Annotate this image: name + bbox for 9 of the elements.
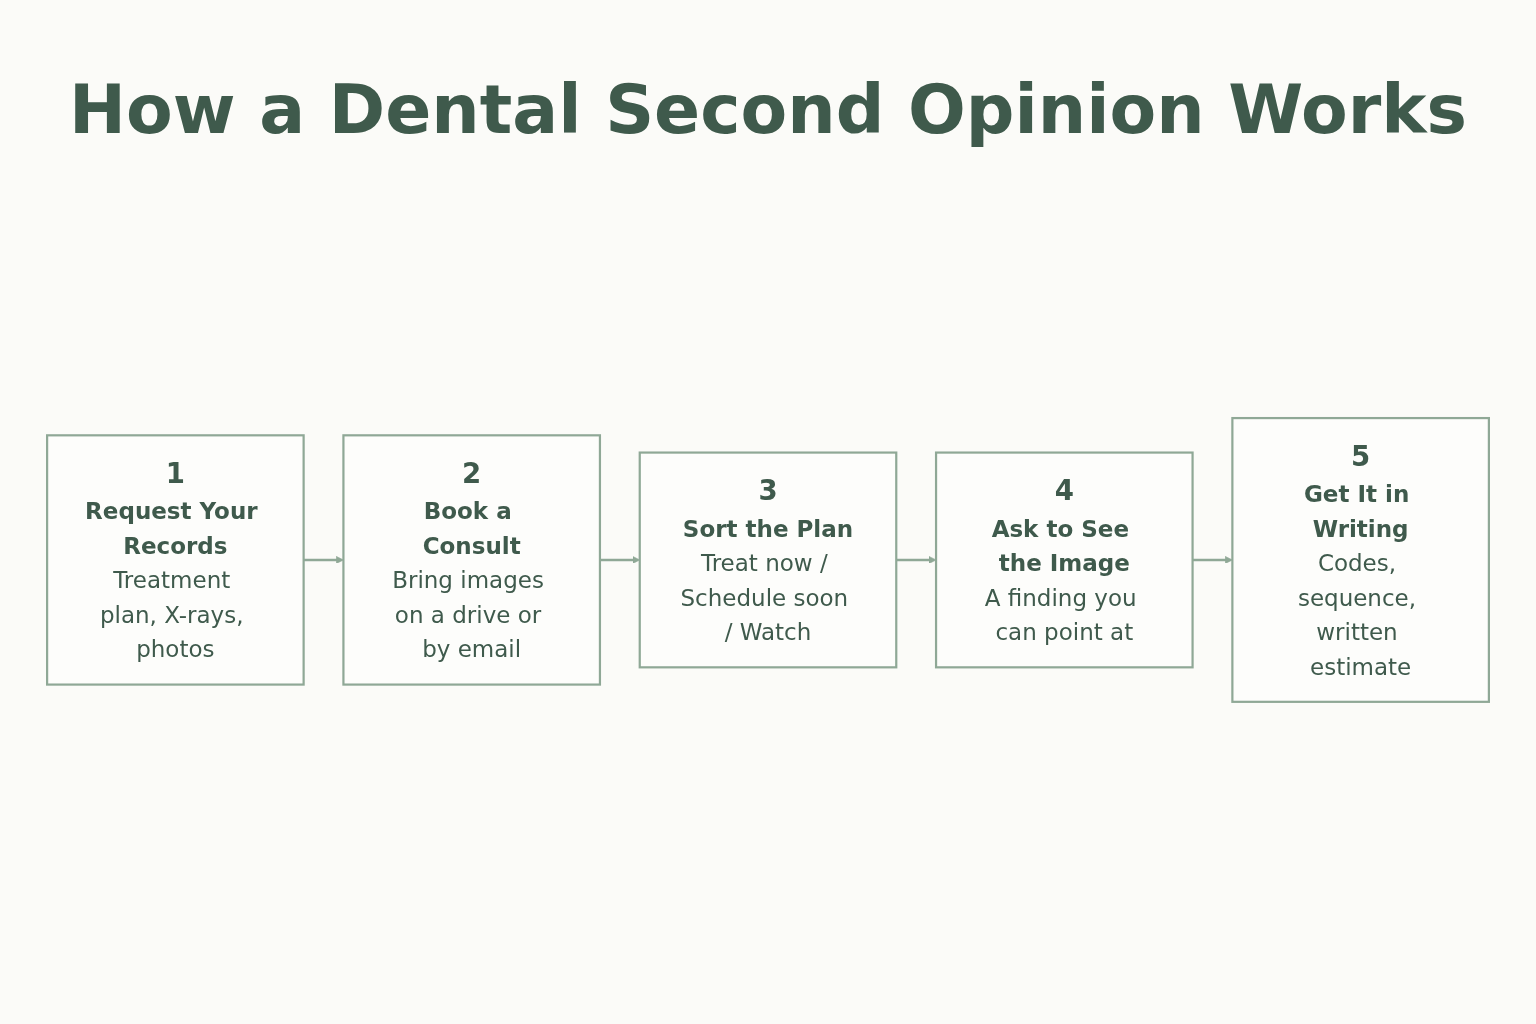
node-box: 4 Ask to See the Image A finding you can point at (934, 451, 1194, 669)
node-box: 3 Sort the Plan Treat now / Schedule soon / Watch (638, 451, 898, 669)
arrow (896, 556, 937, 564)
arrow (303, 556, 344, 564)
arrow (1192, 556, 1233, 564)
node-box: 5 Get It in Writing Codes, sequence, written estimate (1231, 417, 1490, 703)
title: How a Dental Second Opinion Works (68, 69, 1468, 149)
node-box: 1 Request Your Records Treatment plan, X-rays, photos (46, 434, 305, 686)
node-box: 2 Book a Consult Bring images on a drive or by email (342, 434, 602, 686)
